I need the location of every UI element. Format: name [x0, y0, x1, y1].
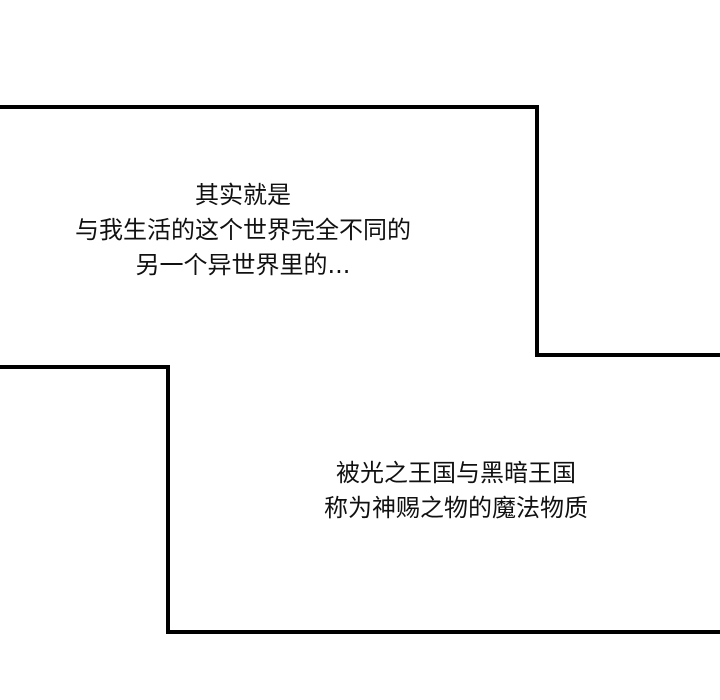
caption-line: 被光之王国与黑暗王国 [336, 459, 576, 487]
panel-2-caption: 被光之王国与黑暗王国 称为神赐之物的魔法物质 [258, 456, 654, 526]
panel-1-border [0, 105, 720, 357]
caption-line: 称为神赐之物的魔法物质 [324, 494, 588, 522]
caption-line: 与我生活的这个世界完全不同的 [75, 216, 411, 244]
caption-line: 其实就是 [195, 181, 291, 209]
panel-1-caption: 其实就是 与我生活的这个世界完全不同的 另一个异世界里的... [0, 178, 486, 283]
caption-line: 另一个异世界里的... [135, 251, 351, 279]
panel-2-border [0, 365, 720, 634]
